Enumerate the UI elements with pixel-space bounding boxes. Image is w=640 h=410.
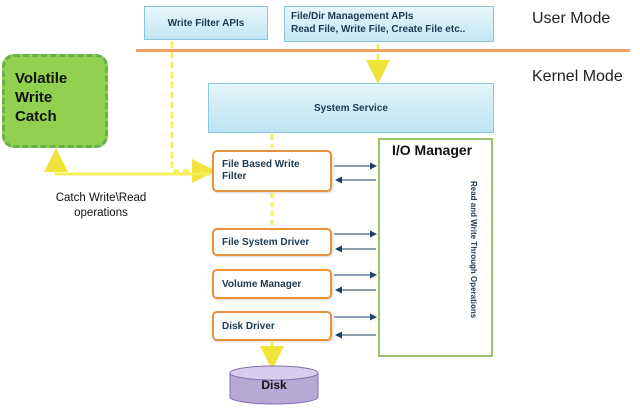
catch-operations-label: Catch Write\Read operations <box>36 191 166 221</box>
catch-label-line1: Catch Write\Read <box>55 192 147 204</box>
io-manager-title: I/O Manager <box>392 142 473 158</box>
disk-label: Disk <box>261 378 287 392</box>
file-dir-apis-ops: Read File, Write File, Create File etc.. <box>291 24 466 35</box>
file-based-write-filter-box: File Based Write Filter <box>212 150 332 192</box>
fbwf-to-cache-connector <box>44 148 210 176</box>
volatile-cache-line2: Write <box>15 89 53 106</box>
file-dir-apis-box: File/Dir Management APIs Read File, Writ… <box>284 6 494 42</box>
wf-api-connector <box>170 42 216 183</box>
volatile-cache-line3: Catch <box>15 108 57 125</box>
dd-label: Disk Driver <box>222 320 275 332</box>
disk-driver-box: Disk Driver <box>212 311 332 341</box>
file-dir-apis-title: File/Dir Management APIs <box>291 11 414 22</box>
volatile-write-cache-box: Volatile Write Catch <box>2 54 108 148</box>
volume-manager-box: Volume Manager <box>212 269 332 299</box>
write-filter-apis-label: Write Filter APIs <box>167 17 245 29</box>
system-service-label: System Service <box>314 102 388 114</box>
vm-label: Volume Manager <box>222 278 302 290</box>
catch-label-line2: operations <box>74 207 128 219</box>
write-filter-apis-box: Write Filter APIs <box>144 6 268 40</box>
system-service-box: System Service <box>208 83 494 133</box>
fbwf-label-line1: File Based Write <box>222 159 300 170</box>
user-mode-label: User Mode <box>532 10 611 27</box>
fsd-label: File System Driver <box>222 236 310 248</box>
io-manager-box <box>378 138 493 357</box>
fbwf-label-line2: Filter <box>222 171 247 182</box>
mode-divider <box>136 49 630 52</box>
volatile-cache-line1: Volatile <box>15 70 68 87</box>
kernel-mode-label: Kernel Mode <box>532 68 623 85</box>
disk-cylinder <box>229 365 319 405</box>
read-write-flow-label: Read and Write Through Operations <box>469 181 478 319</box>
file-system-driver-box: File System Driver <box>212 228 332 256</box>
